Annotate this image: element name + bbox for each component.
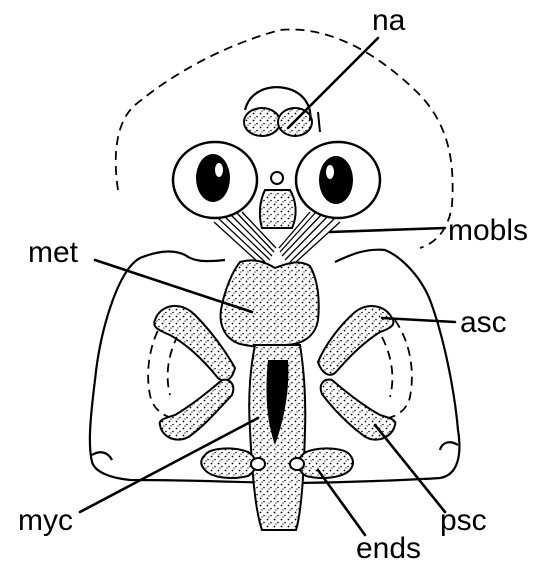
left-inner-dashed-2 xyxy=(168,335,178,395)
left-side-notch xyxy=(92,452,112,460)
label-asc: asc xyxy=(460,306,507,339)
label-myc: myc xyxy=(18,504,73,537)
right-anterior-canal xyxy=(318,306,394,375)
leader-na xyxy=(288,38,378,128)
nasal-capsule-left xyxy=(244,108,280,136)
central-stalk xyxy=(260,190,296,228)
leader-ends xyxy=(318,470,365,535)
left-posterior-canal xyxy=(160,380,234,440)
label-ends: ends xyxy=(356,532,421,565)
metencephalon xyxy=(221,260,319,347)
label-psc: psc xyxy=(440,504,487,537)
nasal-mark xyxy=(318,112,320,132)
label-met: met xyxy=(28,236,79,269)
pineal-circle xyxy=(271,172,283,184)
left-eye-pupil xyxy=(196,154,230,202)
left-eye-pupil-highlight xyxy=(215,163,223,177)
left-endo-node xyxy=(251,458,265,470)
right-posterior-canal xyxy=(321,380,396,440)
left-endolymphatic-sac xyxy=(201,448,255,478)
right-inner-dashed-2 xyxy=(382,337,392,397)
label-mobls: mobls xyxy=(448,214,528,247)
right-side-notch xyxy=(440,442,458,450)
leader-psc xyxy=(375,425,445,512)
right-eye-pupil xyxy=(319,156,353,204)
right-endolymphatic-sac xyxy=(299,448,354,478)
label-na: na xyxy=(372,4,406,37)
right-endo-node xyxy=(290,458,304,470)
leader-mobls xyxy=(330,228,445,232)
right-eye-pupil-highlight xyxy=(326,165,334,179)
